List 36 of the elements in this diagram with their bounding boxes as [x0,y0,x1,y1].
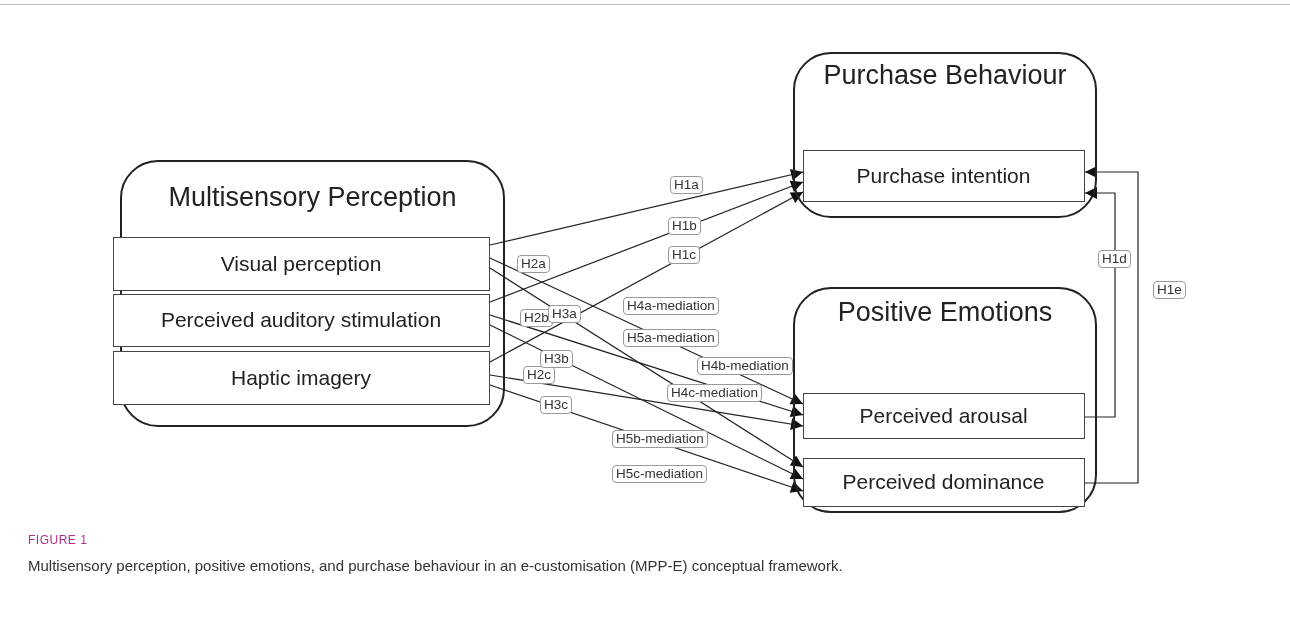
arrow [489,168,804,246]
edge-label: H3b [540,350,573,368]
edge-label: H2b [520,309,553,327]
variable-box: Visual perception [112,236,490,291]
edge-label: H2c [523,366,555,384]
edge-label: H3a [548,305,581,323]
edge-label: H3c [540,396,572,414]
arrow [1084,166,1139,484]
edge-label: H1c [668,246,700,264]
mediation-label: H5c-mediation [612,465,708,483]
mediation-label: H4c-mediation [667,384,763,402]
group-title: Positive Emotions [836,297,1054,328]
mediation-label: H5a-mediation [623,329,719,347]
group-box [793,52,1097,218]
group-box [793,287,1097,513]
arrow [489,374,804,430]
figure-caption: Multisensory perception, positive emotions, and purchase behaviour in an e-customisation (MPP-E) conceptual framework. [28,557,843,574]
group-title: Multisensory Perception [167,182,458,213]
variable-box: Perceived dominance [802,457,1085,507]
edge-label: H1d [1098,250,1131,268]
edge-label: H1b [668,217,701,235]
variable-box: Purchase intention [802,149,1085,202]
mediation-label: H5b-mediation [612,430,708,448]
group-title: Purchase Behaviour [822,60,1068,91]
edge-label: H1e [1153,281,1186,299]
arrow [489,180,804,303]
figure-title: FIGURE 1 [28,533,88,547]
edge-label: H1a [670,176,703,194]
mediation-label: H4b-mediation [697,357,793,375]
edge-label: H2a [517,255,550,273]
arrow [1084,187,1116,418]
variable-box: Perceived arousal [802,392,1085,439]
mediation-label: H4a-mediation [623,297,719,315]
variable-box: Perceived auditory stimulation [112,293,490,347]
arrow [489,324,804,480]
variable-box: Haptic imagery [112,350,490,405]
